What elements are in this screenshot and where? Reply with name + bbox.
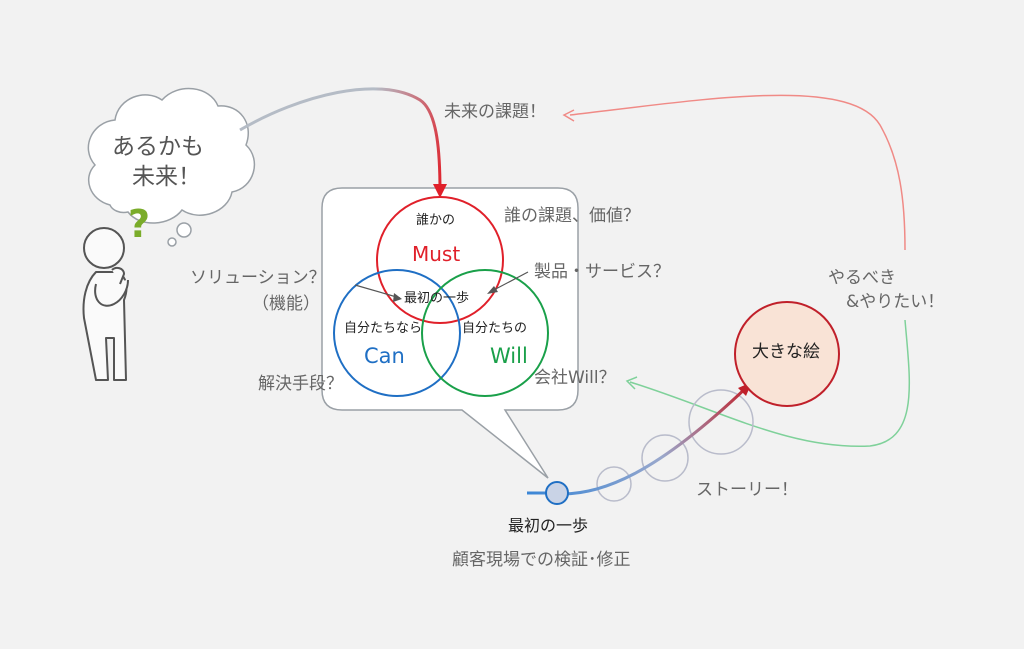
someone-issue-label: 誰の課題、価値？ bbox=[504, 206, 640, 226]
solution-pointer-arrow bbox=[354, 284, 401, 299]
solution-label: ソリューション？ bbox=[190, 268, 326, 288]
will-big-label: Will bbox=[490, 344, 528, 368]
thought-bubble-tiny bbox=[167, 237, 177, 247]
venn-center-label: 最初の一歩 bbox=[404, 291, 470, 306]
venn-can-circle bbox=[333, 269, 461, 397]
can-small-label: 自分たちなら bbox=[344, 321, 423, 336]
validation-label: 顧客現場での検証･修正 bbox=[452, 550, 631, 570]
cloud-to-must-arrow bbox=[239, 87, 442, 193]
thought-line-1: あるかも bbox=[112, 134, 204, 160]
story-bubble-2 bbox=[641, 434, 689, 482]
product-label: 製品・サービス？ bbox=[534, 262, 670, 282]
function-label: （機能） bbox=[252, 294, 320, 314]
big-picture-label: 大きな絵 bbox=[752, 342, 820, 362]
must-small-label: 誰かの bbox=[416, 213, 456, 228]
venn-will-circle bbox=[421, 269, 549, 397]
product-pointer-head bbox=[487, 286, 498, 294]
story-label: ストーリー！ bbox=[696, 480, 798, 500]
solution-pointer-head bbox=[393, 293, 402, 302]
speech-bubble bbox=[321, 187, 579, 479]
big-picture-circle bbox=[734, 301, 840, 407]
story-bubble-3 bbox=[688, 389, 754, 455]
can-big-label: Can bbox=[364, 344, 405, 368]
should-want-label-1: やるべき bbox=[828, 268, 896, 288]
will-small-label: 自分たちの bbox=[462, 321, 528, 336]
first-step-label: 最初の一歩 bbox=[508, 516, 589, 535]
will-return-arrowhead bbox=[625, 376, 638, 390]
future-issue-label: 未来の課題！ bbox=[444, 102, 546, 122]
story-bubble-1 bbox=[596, 466, 632, 502]
future-issue-arrow bbox=[569, 94, 906, 251]
thought-cloud bbox=[87, 87, 256, 224]
venn-must-circle bbox=[376, 196, 504, 324]
product-pointer-arrow bbox=[489, 271, 529, 293]
will-return-arrow bbox=[629, 319, 911, 447]
cloud-to-must-arrowhead bbox=[433, 184, 447, 198]
first-step-dot bbox=[545, 481, 569, 505]
thought-bubble-small bbox=[176, 222, 192, 238]
must-big-label: Must bbox=[412, 242, 461, 266]
should-want-label-2: &やりたい！ bbox=[846, 292, 945, 312]
company-will-label: 会社Will？ bbox=[534, 368, 616, 388]
thinking-person bbox=[82, 227, 129, 381]
means-label: 解決手段？ bbox=[258, 374, 343, 394]
thought-line-2: 未来！ bbox=[132, 164, 201, 190]
future-issue-arrowhead bbox=[562, 109, 575, 122]
question-mark-icon: ? bbox=[128, 202, 151, 246]
